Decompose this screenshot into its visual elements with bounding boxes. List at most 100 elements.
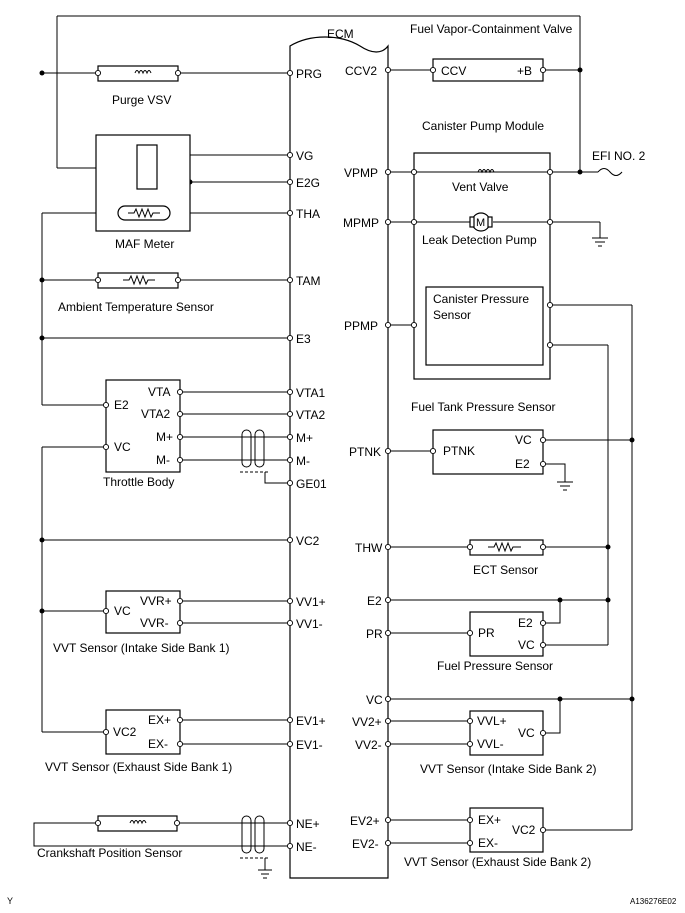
ground-symbol-mpmp bbox=[592, 237, 608, 247]
pr-terminal: PR bbox=[478, 626, 495, 640]
vvt-in1-terminal-vvr-plus: VVR+ bbox=[140, 594, 172, 608]
maf-meter-label: MAF Meter bbox=[115, 237, 174, 251]
vent-valve-label: Vent Valve bbox=[452, 180, 509, 194]
pin-pr: PR bbox=[366, 627, 383, 641]
terminal-circles bbox=[94, 66, 554, 850]
vvt-in1-terminal-vvr-minus: VVR- bbox=[140, 616, 169, 630]
vvt-ex1-label: VVT Sensor (Exhaust Side Bank 1) bbox=[45, 760, 232, 774]
vvt-ex1-terminal-vc2: VC2 bbox=[113, 725, 137, 739]
canister-pump-module-label: Canister Pump Module bbox=[422, 119, 544, 133]
crankshaft-position-sensor: Crankshaft Position Sensor bbox=[37, 815, 272, 879]
throttle-terminal-vta: VTA bbox=[148, 385, 170, 399]
pin-ev2-minus: EV2- bbox=[352, 837, 379, 851]
vvt-in1-label: VVT Sensor (Intake Side Bank 1) bbox=[53, 641, 230, 655]
fuel-pressure-e2-terminal: E2 bbox=[518, 616, 533, 630]
fuel-pressure-sensor: PR E2 VC Fuel Pressure Sensor bbox=[437, 611, 553, 673]
pin-e2g: E2G bbox=[296, 176, 320, 190]
pin-vta2: VTA2 bbox=[296, 408, 325, 422]
ect-sensor-label: ECT Sensor bbox=[473, 563, 538, 577]
ambient-temperature-sensor: Ambient Temperature Sensor bbox=[58, 272, 214, 314]
vvt-ex2-ex-minus-terminal: EX- bbox=[478, 836, 498, 850]
pin-vv1-minus: VV1- bbox=[296, 617, 323, 631]
fuse-icon bbox=[597, 168, 623, 176]
pin-vv1-plus: VV1+ bbox=[296, 595, 326, 609]
crankshaft-position-sensor-label: Crankshaft Position Sensor bbox=[37, 846, 182, 860]
pin-vv2-minus: VV2- bbox=[355, 738, 382, 752]
ptnk-vc-terminal: VC bbox=[515, 433, 532, 447]
pin-ev1-minus: EV1- bbox=[296, 738, 323, 752]
maf-meter: MAF Meter bbox=[95, 134, 191, 251]
throttle-body: VTA VTA2 M+ M- E2 VC Throttle Body bbox=[103, 379, 181, 489]
vvt-sensor-intake-bank1: VVR+ VVR- VC VVT Sensor (Intake Side Ban… bbox=[53, 590, 230, 655]
pin-e2: E2 bbox=[367, 594, 382, 608]
vvt-sensor-exhaust-bank2: EX+ EX- VC2 VVT Sensor (Exhaust Side Ban… bbox=[404, 807, 591, 869]
fuel-vapor-containment-valve: Fuel Vapor-Containment Valve CCV +B bbox=[410, 22, 573, 82]
fuel-vapor-valve-label: Fuel Vapor-Containment Valve bbox=[410, 22, 573, 36]
purge-vsv: Purge VSV bbox=[97, 65, 179, 107]
efi-no2-fuse: EFI NO. 2 bbox=[592, 149, 646, 176]
pin-vta1: VTA1 bbox=[296, 386, 325, 400]
vvt-sensor-intake-bank2: VVL+ VVL- VC VVT Sensor (Intake Side Ban… bbox=[420, 710, 597, 776]
fuel-pressure-vc-terminal: VC bbox=[518, 638, 535, 652]
pin-m-plus: M+ bbox=[296, 431, 313, 445]
vvt-sensor-exhaust-bank1: EX+ EX- VC2 VVT Sensor (Exhaust Side Ban… bbox=[45, 709, 232, 774]
vvt-ex1-terminal-ex-plus: EX+ bbox=[148, 713, 171, 727]
pin-m-minus: M- bbox=[296, 454, 310, 468]
vvt-in2-vc-terminal: VC bbox=[518, 726, 535, 740]
throttle-terminal-vta2: VTA2 bbox=[141, 407, 170, 421]
ecm-box bbox=[289, 36, 389, 879]
vvt-ex2-label: VVT Sensor (Exhaust Side Bank 2) bbox=[404, 855, 591, 869]
pin-ppmp: PPMP bbox=[344, 319, 378, 333]
pin-vg: VG bbox=[296, 149, 313, 163]
ptnk-terminal: PTNK bbox=[443, 444, 475, 458]
fuel-pressure-sensor-label: Fuel Pressure Sensor bbox=[437, 659, 553, 673]
vvt-ex2-ex-plus-terminal: EX+ bbox=[478, 813, 501, 827]
motor-symbol: M bbox=[476, 217, 485, 229]
pin-ptnk: PTNK bbox=[349, 445, 381, 459]
pin-prg: PRG bbox=[296, 67, 322, 81]
efi-fuse-label: EFI NO. 2 bbox=[592, 149, 646, 163]
pin-tam: TAM bbox=[296, 274, 320, 288]
leak-detection-pump-label: Leak Detection Pump bbox=[422, 233, 537, 247]
throttle-body-label: Throttle Body bbox=[103, 475, 174, 489]
vvt-in2-label: VVT Sensor (Intake Side Bank 2) bbox=[420, 762, 597, 776]
vvl-minus-terminal: VVL- bbox=[477, 737, 504, 751]
throttle-terminal-vc: VC bbox=[114, 440, 131, 454]
ecm-right-pins: CCV2 VPMP MPMP PPMP PTNK THW E2 PR VC VV… bbox=[343, 64, 383, 851]
pin-tha: THA bbox=[296, 207, 320, 221]
pin-ne-minus: NE- bbox=[296, 840, 317, 854]
pin-e3: E3 bbox=[296, 332, 311, 346]
pin-vc2: VC2 bbox=[296, 534, 320, 548]
corner-mark-right: A136276E02 bbox=[630, 897, 677, 906]
ground-symbol-ptnk bbox=[557, 481, 573, 491]
ptnk-e2-terminal: E2 bbox=[515, 457, 530, 471]
plus-b-terminal: +B bbox=[517, 64, 532, 78]
vvl-plus-terminal: VVL+ bbox=[477, 714, 507, 728]
pin-ev1-plus: EV1+ bbox=[296, 714, 326, 728]
fuel-tank-pressure-sensor: Fuel Tank Pressure Sensor PTNK VC E2 bbox=[411, 400, 556, 475]
vvt-ex2-vc2-terminal: VC2 bbox=[512, 823, 536, 837]
vvt-in1-terminal-vc: VC bbox=[114, 604, 131, 618]
right-wiring bbox=[388, 16, 633, 844]
pin-vv2-plus: VV2+ bbox=[352, 715, 382, 729]
throttle-terminal-m-minus: M- bbox=[156, 453, 170, 467]
pin-ccv2: CCV2 bbox=[345, 64, 377, 78]
right-junctions bbox=[557, 67, 635, 702]
ect-sensor: ECT Sensor bbox=[469, 539, 544, 577]
corner-mark-left: Y bbox=[7, 896, 13, 906]
left-junctions bbox=[39, 70, 193, 614]
ccv-terminal: CCV bbox=[441, 64, 466, 78]
canister-pump-module: Canister Pump Module Vent Valve M Leak D… bbox=[413, 119, 551, 380]
pin-ne-plus: NE+ bbox=[296, 817, 320, 831]
ecm-label: ECM bbox=[327, 27, 354, 41]
ecm-left-pins: PRG VG E2G THA TAM E3 VTA1 VTA2 M+ M- GE… bbox=[296, 67, 327, 854]
canister-pressure-sensor-label-1: Canister Pressure bbox=[433, 292, 529, 306]
throttle-terminal-e2: E2 bbox=[114, 398, 129, 412]
pin-thw: THW bbox=[355, 541, 383, 555]
canister-pressure-sensor-label-2: Sensor bbox=[433, 308, 471, 322]
fuel-tank-pressure-sensor-label: Fuel Tank Pressure Sensor bbox=[411, 400, 556, 414]
pin-ev2-plus: EV2+ bbox=[350, 814, 380, 828]
pin-ge01: GE01 bbox=[296, 477, 327, 491]
vvt-ex1-terminal-ex-minus: EX- bbox=[148, 737, 168, 751]
